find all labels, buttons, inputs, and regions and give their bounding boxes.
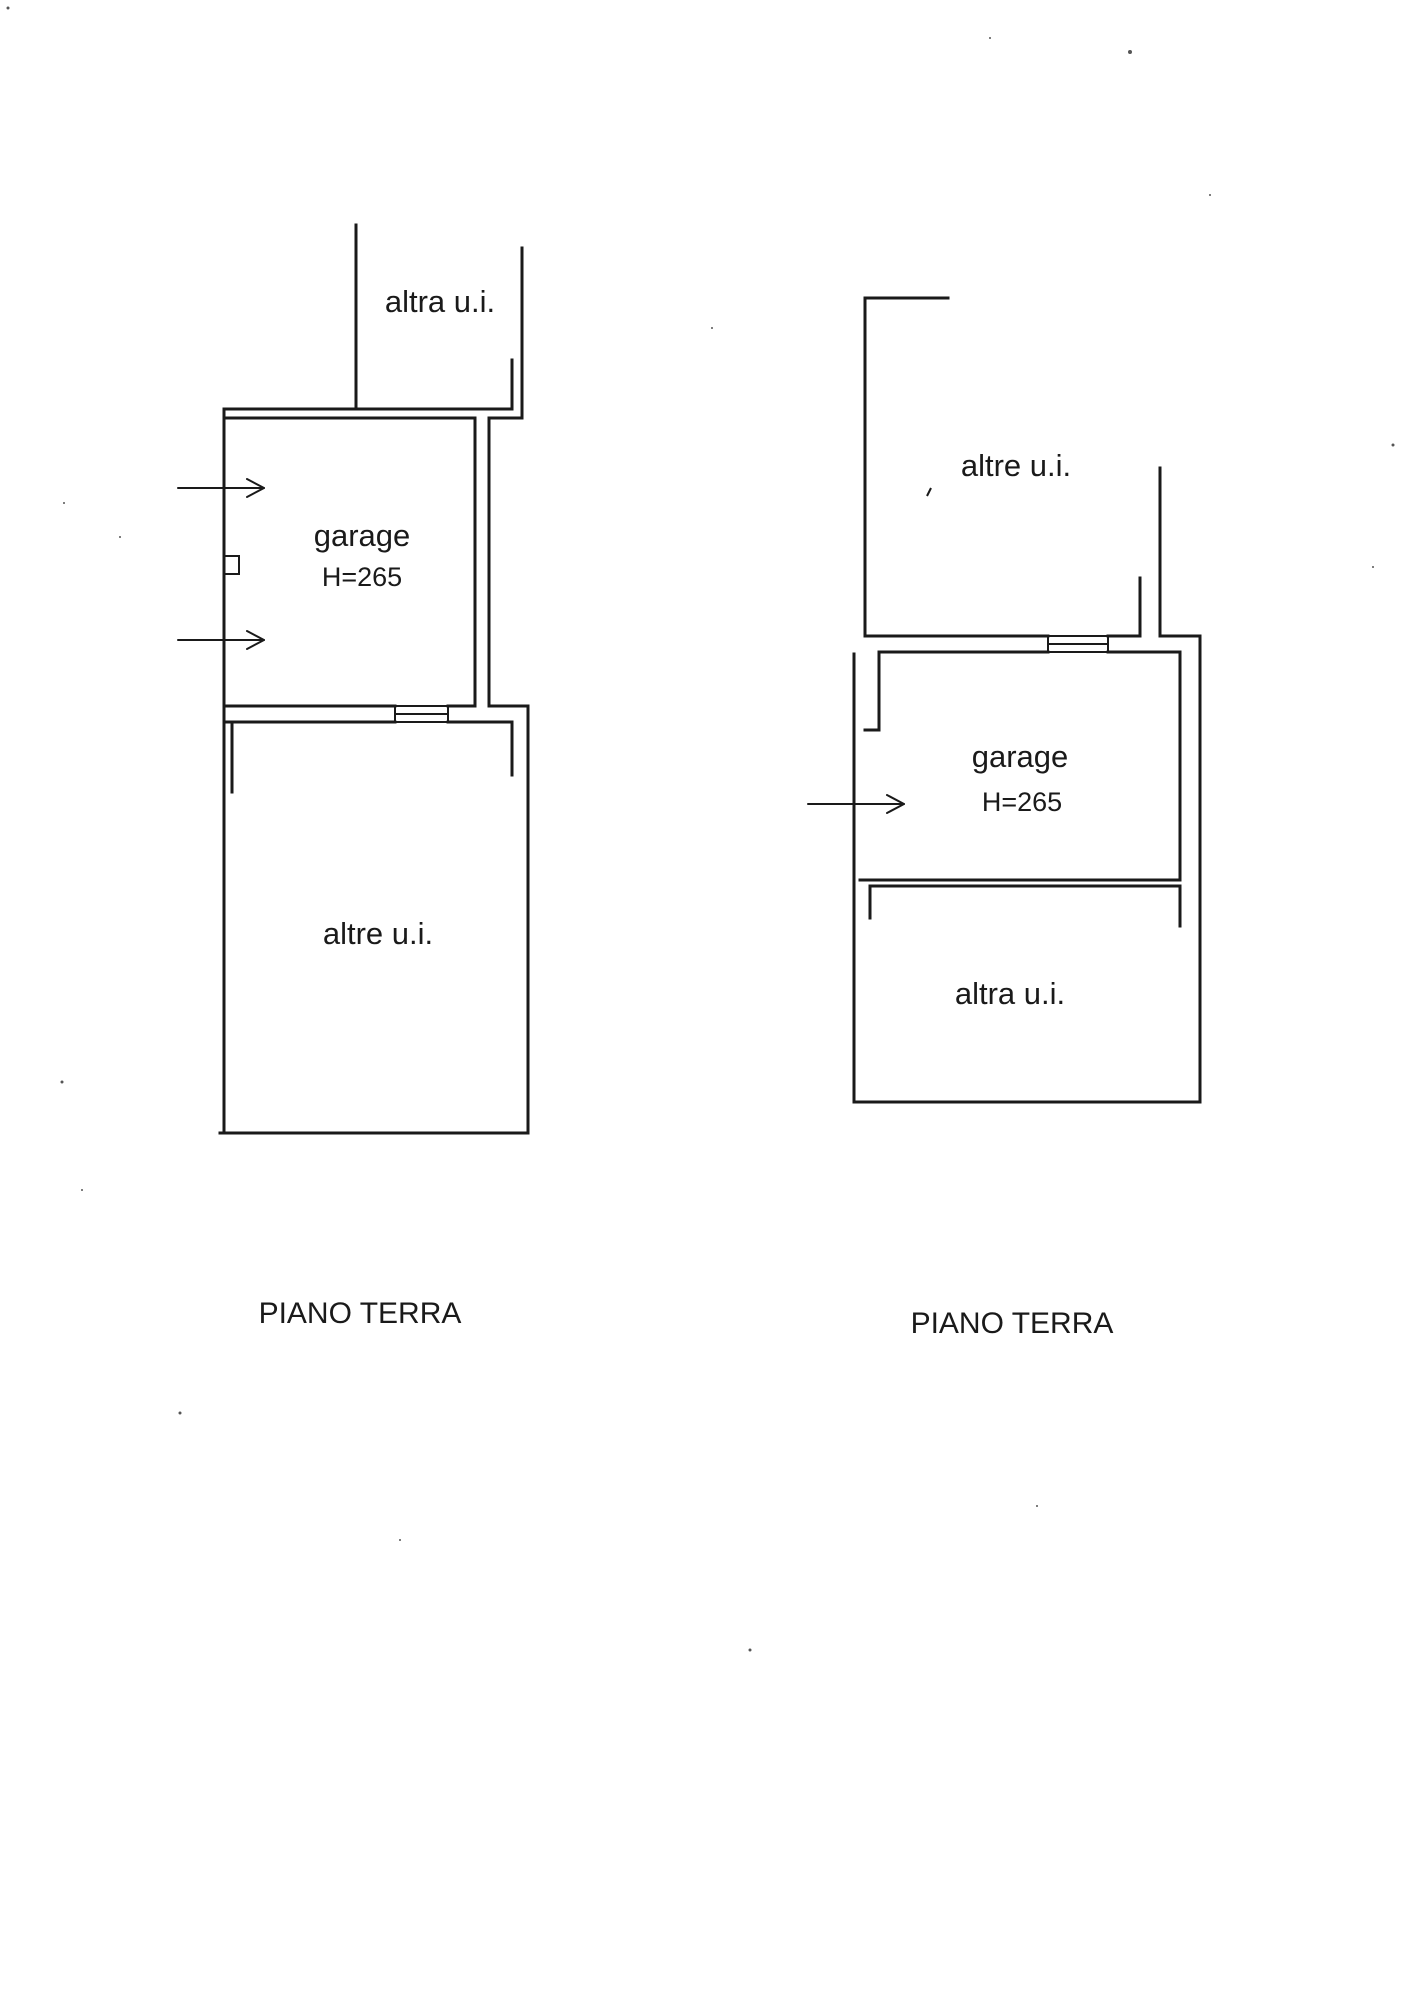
entry-arrow-icon: [177, 630, 265, 650]
room-label-bottom-other: altra u.i.: [955, 976, 1065, 1011]
room-label-bottom-other: altre u.i.: [323, 916, 433, 951]
left-plan-entry-arrows: [177, 478, 265, 650]
room-label-top-other: altre u.i.: [961, 448, 1071, 483]
room-label-garage: garage: [972, 739, 1069, 774]
room-label-garage-height: H=265: [322, 562, 402, 592]
floor-label: PIANO TERRA: [911, 1307, 1114, 1340]
left-floor-plan: altra u.i. garage H=265 altre u.i. PIANO…: [177, 223, 530, 1330]
room-label-garage: garage: [314, 518, 411, 553]
floor-label: PIANO TERRA: [259, 1297, 462, 1330]
right-plan-entry-arrows: [807, 794, 905, 814]
entry-arrow-icon: [177, 478, 265, 498]
room-label-top-other: altra u.i.: [385, 284, 495, 319]
right-plan-walls: [852, 296, 1202, 1104]
scan-noise: [6, 6, 1395, 1652]
scan-mark: [926, 487, 932, 497]
left-plan-walls: [218, 223, 530, 1135]
entry-arrow-icon: [807, 794, 905, 814]
right-floor-plan: altre u.i. garage H=265 altra u.i. PIANO…: [807, 296, 1202, 1340]
room-label-garage-height: H=265: [982, 787, 1062, 817]
